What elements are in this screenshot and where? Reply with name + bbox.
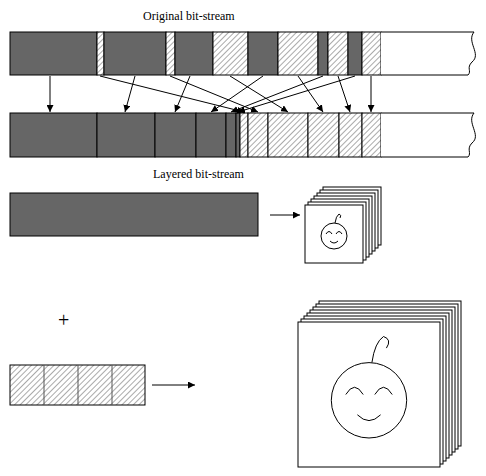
bitstream-segment [236,113,240,157]
bitstream-segment [213,32,248,75]
enhancement-layer-bar [10,365,145,405]
video-frame [298,322,440,467]
bitstream-segment [268,113,308,157]
bitstream-segment [10,32,97,75]
bar-caption: Layered bit-stream [153,168,244,180]
smiley-face [321,214,347,249]
layer-divider [44,365,45,405]
bitstream-segment [278,32,318,75]
bitstream-segment [339,113,362,157]
bitstream-segment [318,32,328,75]
layer-divider [112,365,113,405]
bitstream-segment [362,32,381,75]
reorder-arrow [338,76,350,112]
reorder-arrow [230,76,288,112]
bitstream-tail [381,32,475,75]
reorder-arrow [170,76,258,112]
bitstream-segment [348,32,362,75]
bitstream-segment [166,32,175,75]
decode-arrow [270,215,300,216]
bitstream-segment [308,113,339,157]
reorder-arrow [298,76,323,112]
reorder-arrow [125,76,135,112]
bitstream-segment [240,113,248,157]
reorder-arrow [50,76,51,112]
bitstream-tail [381,113,475,157]
bitstream-segment [97,32,104,75]
reorder-arrow [238,76,355,112]
reorder-arrow [371,76,372,112]
bitstream-segment [155,113,196,157]
bitstream-segment [97,113,155,157]
bar-caption: Original bit-stream [143,10,235,22]
bitstream-segment [328,32,348,75]
bitstream-segment [175,32,213,75]
bitstream-segment [196,113,226,157]
base-layer-bar [10,193,258,236]
bitstream-segment [248,32,278,75]
decode-arrow [152,385,195,386]
bitstream-segment [226,113,236,157]
video-frame [305,205,363,263]
bitstream-segment [362,113,381,157]
bitstream-segment [104,32,166,75]
bitstream-segment [248,113,268,157]
plus-sign: + [58,310,69,330]
bitstream-segment [10,113,97,157]
reorder-arrow [100,76,244,112]
layer-divider [78,365,79,405]
smiley-face [331,337,406,438]
